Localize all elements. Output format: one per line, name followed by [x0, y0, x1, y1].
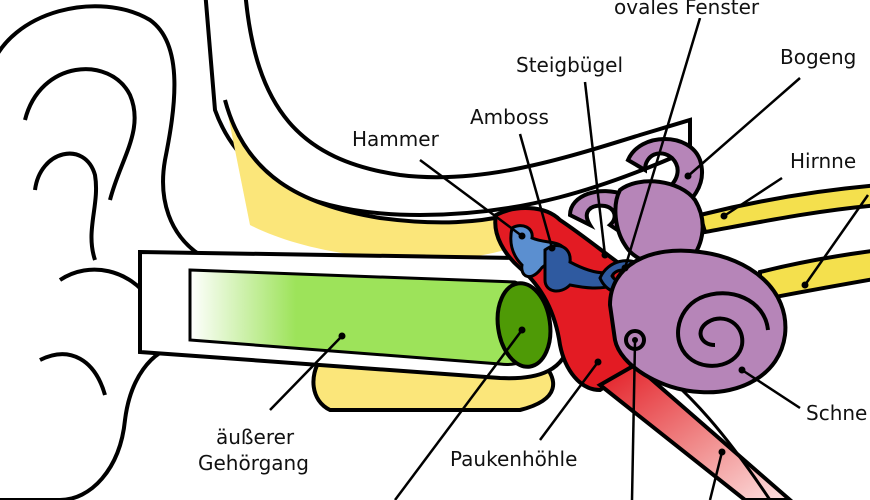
auditory-nerve-upper: [697, 183, 870, 235]
label-aeusserer-line1: äußerer: [216, 425, 295, 449]
label-aeusserer-line2: Gehörgang: [198, 451, 309, 475]
leader-bogengaenge: [687, 77, 801, 177]
leader-ovales-fenster: [623, 17, 702, 269]
auricle: [0, 4, 232, 500]
auditory-nerve-lower: [758, 249, 870, 303]
label-paukenhoehle: Paukenhöhle: [450, 447, 577, 471]
label-hirnnerv: Hirnne: [790, 149, 856, 173]
antihelix-fold: [33, 151, 98, 261]
auricle-outline: [0, 4, 232, 500]
leader-dots: [338, 172, 809, 456]
leader-schnecke: [741, 368, 801, 410]
leader-trommelfell: [393, 329, 524, 500]
label-bogengaenge: Bogeng: [780, 45, 856, 69]
leader-lines: [269, 17, 870, 500]
label-amboss: Amboss: [470, 105, 549, 129]
leader-steigbuegel: [583, 81, 607, 256]
temporal-bone-yellow: [225, 100, 510, 261]
helix-fold: [23, 67, 137, 201]
leader-hirnnerv-lower: [803, 194, 870, 286]
label-ovales-fenster: ovales Fenster: [614, 0, 760, 19]
leader-tube: [708, 451, 724, 500]
temporal-bone-yellow-edge: [223, 99, 511, 225]
inner-ear: [567, 137, 788, 395]
label-hammer: Hammer: [352, 127, 440, 151]
label-steigbuegel: Steigbügel: [516, 53, 623, 77]
leader-hammer: [419, 158, 523, 238]
cochlea-spiral: [676, 291, 770, 368]
leader-rundes-fenster: [630, 341, 637, 500]
eustachian-tube: [596, 362, 794, 500]
label-schnecke: Schne: [806, 401, 867, 425]
round-window-center: [632, 337, 638, 343]
leader-paukenhoehle: [538, 361, 600, 441]
leader-hirnnerv-upper: [723, 176, 783, 218]
leader-aeusserer: [269, 335, 343, 411]
leader-amboss: [518, 133, 554, 249]
cochlea: [607, 248, 788, 395]
